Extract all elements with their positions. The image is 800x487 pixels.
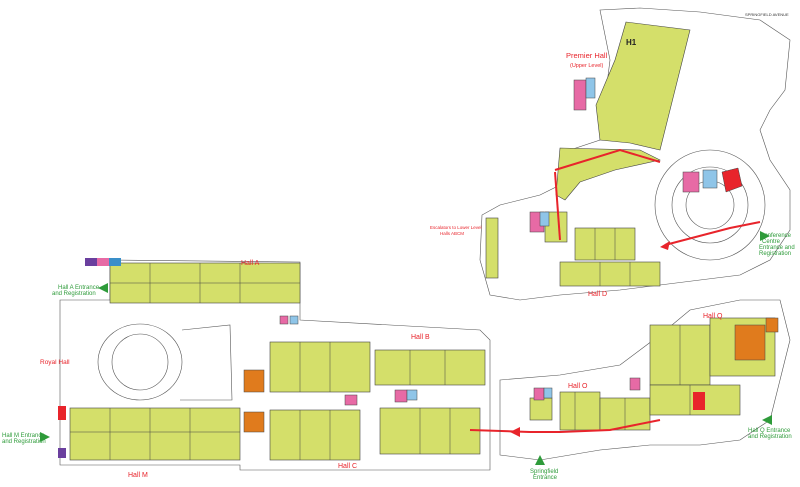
hall-o-west[interactable] — [559, 391, 601, 431]
hall-o-restroom-female — [533, 387, 545, 401]
hall-o-restroom-female-2 — [629, 377, 641, 391]
hall-c[interactable] — [269, 409, 361, 461]
conference-label-4: Registration — [759, 251, 791, 257]
hall-q-entrance-label-2: and Registration — [748, 434, 792, 440]
hall-d-restroom-male — [539, 211, 550, 227]
hall-a-purple-room — [85, 258, 97, 266]
hall-d-block-1[interactable] — [574, 227, 636, 261]
hall-o-q-outline — [499, 299, 791, 461]
conference-ring-mid — [671, 166, 749, 244]
hall-m-red-room — [58, 406, 66, 420]
hall-q-service — [734, 324, 766, 361]
hall-d-strip[interactable] — [485, 217, 499, 279]
main-exhibition-complex — [40, 258, 531, 471]
conference-restroom-male — [702, 169, 718, 189]
escalators-label-2: Halls ABCM — [440, 231, 464, 236]
hall-m[interactable] — [69, 407, 241, 461]
royal-hall-outline — [97, 323, 183, 401]
hall-q-entrance-label-1: Hall Q Entrance — [748, 428, 791, 434]
hall-o-label: Hall O — [568, 383, 588, 390]
hall-q-red-room — [693, 392, 705, 410]
hall-b-west[interactable] — [269, 341, 371, 393]
conference-label-1: Conference — [760, 233, 792, 239]
hall-b-service — [243, 369, 265, 393]
hall-b-restroom-male — [406, 389, 418, 401]
route-premier — [554, 148, 661, 171]
hall-a-label: Hall A — [241, 260, 260, 267]
conference-label-2: Centre — [762, 239, 781, 245]
hall-a-entrance-label-1: Hall A Entrance — [58, 285, 100, 291]
springfield-entrance-arrow — [535, 455, 545, 465]
route-premier-down — [554, 171, 561, 241]
royal-hall-rear — [180, 324, 233, 401]
hall-d-block-3[interactable] — [544, 211, 568, 243]
hall-q-entrance-arrow — [762, 415, 772, 425]
route-o-q — [530, 419, 661, 433]
escalators-label-1: Escalators to Lower Level — [430, 225, 482, 230]
hall-a-pink-room — [97, 258, 109, 266]
premier-restroom-male — [585, 77, 596, 99]
hall-a-entrance-label-2: and Registration — [52, 291, 96, 297]
hall-o-small[interactable] — [529, 397, 553, 421]
hall-o-restroom-male — [543, 387, 553, 399]
conference-entrance-arrow — [760, 231, 770, 241]
hall-a-entrance-arrow — [98, 283, 108, 293]
route-conference — [664, 221, 761, 246]
conference-ring-outer — [654, 149, 766, 261]
hall-c-east[interactable] — [379, 407, 481, 455]
hall-b-restroom-female — [394, 389, 408, 403]
premier-hall-complex — [479, 7, 791, 301]
royal-hall-stage — [111, 333, 169, 391]
hall-c-label: Hall C — [338, 463, 357, 470]
h1-label: H1 — [626, 38, 637, 47]
hall-b-east[interactable] — [374, 349, 486, 386]
conference-label-3: Entrance and — [759, 245, 795, 251]
hall-m-label: Hall M — [128, 472, 148, 479]
hall-b-restroom-female-2 — [344, 394, 358, 406]
conference-restroom-female — [682, 171, 700, 193]
hall-m-entrance-label-1: Hall M Entrance — [2, 433, 45, 439]
premier-hall-h1[interactable] — [595, 21, 691, 151]
premier-hall-sublabel: (Upper Level) — [570, 63, 603, 69]
springfield-entrance-label-2: Entrance — [533, 475, 558, 481]
hall-c-service — [243, 411, 265, 433]
springfield-avenue-label: SPRINGFIELD AVENUE — [745, 12, 789, 17]
hall-a-restroom-female — [279, 315, 289, 325]
hall-o-q-complex — [499, 299, 791, 465]
hall-d-block-2[interactable] — [559, 261, 661, 287]
hall-m-entrance-label-2: and Registration — [2, 439, 46, 445]
hall-a-blue-room — [109, 258, 121, 266]
springfield-entrance-label-1: Springfield — [530, 469, 558, 475]
premier-hall-label: Premier Hall — [566, 51, 608, 60]
premier-hall-connector[interactable] — [555, 147, 661, 201]
hall-a-restroom-male — [289, 315, 299, 325]
hall-q-service-2 — [765, 317, 779, 333]
hall-m-purple-room — [58, 448, 66, 458]
premier-restroom-female — [573, 79, 587, 111]
hall-m-entrance-arrow — [40, 432, 50, 442]
royal-hall-label: Royal Hall — [40, 359, 70, 366]
hall-q-label: Hall Q — [703, 313, 723, 320]
hall-d-label: Hall D — [588, 291, 607, 298]
hall-b-label: Hall B — [411, 334, 430, 341]
conference-red-room — [721, 167, 743, 193]
